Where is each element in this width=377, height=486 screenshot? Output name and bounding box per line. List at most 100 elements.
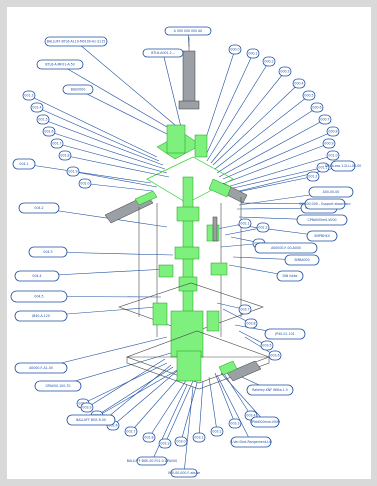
callout-tag: CPNd000mm-V000 <box>250 416 280 428</box>
callout-bubble <box>78 178 92 189</box>
callout-bubble <box>34 380 82 392</box>
callout-label: A 000 000 000 A0 <box>174 29 203 33</box>
callout-tag: 004.4 <box>14 270 60 282</box>
callout-bubble <box>316 162 330 173</box>
callout-label: SMPBHX0 <box>314 234 330 238</box>
callout-bubble <box>268 350 282 361</box>
callout-label: 001.6 <box>44 130 53 134</box>
callout-tag: A0000-F-A1-00 <box>14 362 68 374</box>
callout-label: Rakeley-KNF Witta-1.5 <box>252 388 288 392</box>
callout-label: GPA000-100-70 <box>46 384 71 388</box>
leader-line <box>38 207 168 228</box>
leader-line <box>222 131 334 180</box>
callout-bubble <box>158 438 172 449</box>
callout-bubble <box>246 48 260 59</box>
leader-line <box>214 372 236 424</box>
callout-label: A00000-F-00-A000 <box>271 246 301 250</box>
leader-line <box>220 372 266 423</box>
callout-tag: JB40-A-120 <box>14 310 68 322</box>
callout-label: CPNd000mm-V000 <box>250 420 280 424</box>
callout-bubble <box>302 90 316 101</box>
leader-line <box>228 167 324 190</box>
callout-tag: 001.0 <box>326 150 340 161</box>
callout-tag: BALLUFF BTL6-A110-M0100-A1-S115 <box>44 36 108 47</box>
callout-tag: 002.1 <box>238 218 252 229</box>
leader-line <box>198 380 204 438</box>
callout-label: 000-00-000 - Support absorbeur <box>299 202 351 206</box>
leader-line <box>183 386 194 474</box>
callout-label: 001.5 <box>38 118 47 122</box>
callout-tag: 001.8 <box>58 150 72 161</box>
callout-label: 003.3 <box>230 422 239 426</box>
callout-bubble <box>12 158 36 170</box>
callout-label: 000.1 <box>248 52 257 56</box>
callout-label: 004.1 <box>19 162 28 166</box>
callout-tag: 001.1 <box>316 162 330 173</box>
callout-bubble <box>30 102 44 113</box>
callout-label: 000.0 <box>230 48 239 52</box>
leader-line <box>151 384 188 462</box>
callout-label: 002.9 <box>160 442 169 446</box>
callout-bubble <box>36 59 84 70</box>
callout-tag: A00-00-00 <box>308 186 354 198</box>
callout-label: 003.8 <box>246 322 255 326</box>
callout-label: 000.8 <box>328 130 337 134</box>
leader-line <box>204 53 254 158</box>
callout-label: 001.1 <box>318 166 327 170</box>
callout-label: 002.2 <box>258 226 267 230</box>
callout-tag: SMPBHX0 <box>306 230 338 242</box>
leader-line <box>162 52 182 128</box>
leader-line <box>72 171 158 188</box>
callout-bubble <box>210 426 224 437</box>
callout-label: 002.0 <box>80 182 89 186</box>
callout-bubble <box>260 340 274 351</box>
leader-line <box>75 41 176 126</box>
callout-tag: 003.6 <box>268 350 282 361</box>
callout-tag: 000-00-000-F-abuse <box>168 468 200 478</box>
callout-label: 000.6 <box>312 106 321 110</box>
callout-tag: B-Ver-Drot-Rangement-Lid <box>230 436 272 448</box>
callout-label: JB40-A-120 <box>31 314 50 318</box>
leader-line <box>232 176 314 194</box>
callout-label: BTL6-A-MF01-A-50 <box>45 63 74 67</box>
callout-bubble <box>276 270 304 282</box>
callout-bubble <box>142 432 156 443</box>
callout-tag: GPA000-100-70 <box>34 380 82 392</box>
leader-line <box>104 364 172 420</box>
callout-tag: 000.8 <box>326 126 340 137</box>
callout-bubble <box>142 48 184 58</box>
leader-line <box>57 352 172 387</box>
callout-bubble <box>14 270 60 282</box>
leader-line <box>208 376 218 432</box>
leader-line <box>56 143 168 174</box>
callout-tag: JP40-01-101 <box>264 328 306 340</box>
leader-line <box>48 131 166 170</box>
callout-label: 000.9 <box>324 142 333 146</box>
callout-tag: 000.5 <box>302 90 316 101</box>
leader-line <box>164 380 194 444</box>
callout-bubble <box>330 160 356 172</box>
leader-line <box>220 368 252 416</box>
callout-label: 004.2 <box>34 206 43 210</box>
leader-line <box>23 163 152 184</box>
callout-tag: 003.2 <box>210 426 224 437</box>
callout-tag: Rakeley-KNF Witta-1.5 <box>246 384 294 396</box>
callout-bubble <box>292 78 306 89</box>
callout-bubble <box>164 26 212 36</box>
callout-label: 003.2 <box>212 430 221 434</box>
leader-line <box>210 71 286 164</box>
assembly-drawing: A 000 000 000 A0 BALLUFF BTL6-A110-M0100-… <box>10 26 361 478</box>
callout-tag: 004.3 <box>28 246 68 258</box>
callout-bubble <box>246 384 294 396</box>
callout-bubble <box>170 468 198 478</box>
callout-bubble <box>254 242 318 254</box>
callout-tag: 000.7 <box>318 114 332 125</box>
drawing-sheet: A 000 000 000 A0 BALLUFF BTL6-A110-M0100-… <box>7 7 371 479</box>
leader-line <box>47 251 174 256</box>
callout-bubble <box>238 304 252 315</box>
callout-bubble <box>238 218 252 229</box>
callout-label: 000.5 <box>304 94 313 98</box>
callout-tag: 004.1 <box>12 158 36 170</box>
callout-bubble <box>244 318 258 329</box>
callout-bubble <box>228 44 242 55</box>
